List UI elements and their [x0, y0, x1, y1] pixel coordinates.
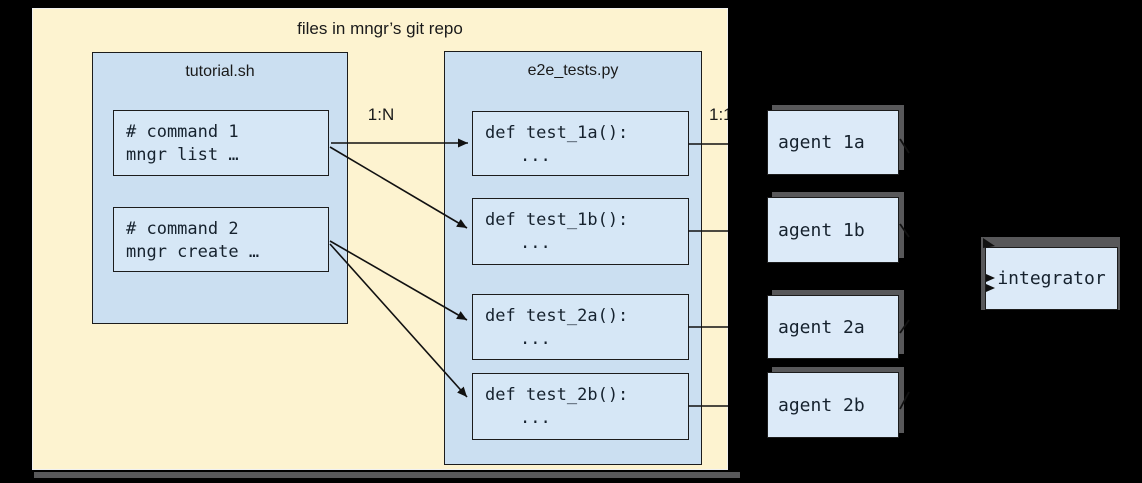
test-1b-line1: def test_1b():	[485, 210, 629, 230]
test-2b-line1: def test_2b():	[485, 385, 629, 405]
fragment-integrator-in-3	[983, 238, 995, 248]
test-2a-line2: ...	[520, 329, 551, 349]
git-repo-title: files in mngr’s git repo	[297, 19, 463, 38]
fragment-agent2b-out	[899, 391, 910, 410]
file-title-tutorial: tutorial.sh	[185, 63, 255, 80]
file-title-e2e-tests: e2e_tests.py	[527, 62, 619, 79]
test-2a-line1: def test_2a():	[485, 306, 629, 326]
file-box-tutorial: tutorial.sh # command 1 mngr list … # co…	[92, 52, 348, 324]
agent-1a-box: agent 1a	[767, 110, 899, 175]
fragment-agent1a-out	[899, 138, 910, 154]
command-2-line1: # command 2	[126, 219, 239, 239]
label-1-to-n: 1:N	[367, 105, 395, 124]
arrow-command2-to-test2a	[329, 240, 468, 321]
arrow-command2-to-test2b	[329, 243, 468, 398]
agent-1a-label: agent 1a	[778, 132, 865, 153]
arrow-command1-to-test1b	[329, 146, 468, 229]
label-1-to-1: 1:1	[709, 105, 733, 124]
fragment-agent1b-out	[899, 223, 910, 238]
agent-2a-box: agent 2a	[767, 295, 899, 359]
command-2-box: # command 2 mngr create …	[113, 207, 329, 272]
test-1a-line2: ...	[520, 146, 551, 166]
test-1a-line1: def test_1a():	[485, 123, 629, 143]
file-box-e2e-tests: e2e_tests.py def test_1a(): ... def test…	[444, 51, 702, 465]
fragment-integrator-in-1	[986, 274, 995, 282]
command-1-line1: # command 1	[126, 122, 239, 142]
test-2a-box: def test_2a(): ...	[472, 294, 689, 360]
agent-2b-label: agent 2b	[778, 394, 865, 416]
agent-1b-box: agent 1b	[767, 197, 899, 263]
test-1a-box: def test_1a(): ...	[472, 111, 689, 176]
command-1-line2: mngr list …	[126, 145, 239, 165]
fragment-agent2a-out	[899, 319, 910, 334]
integrator-label: integrator	[997, 268, 1106, 289]
command-2-line2: mngr create …	[126, 242, 260, 262]
agent-1b-label: agent 1b	[778, 219, 865, 241]
integrator-box: integrator	[985, 247, 1118, 310]
agent-2b-box: agent 2b	[767, 372, 899, 438]
test-1b-line2: ...	[520, 233, 551, 253]
fragment-integrator-in-2	[986, 284, 995, 292]
command-1-box: # command 1 mngr list …	[113, 110, 329, 176]
test-2b-line2: ...	[520, 408, 551, 428]
test-2b-box: def test_2b(): ...	[472, 373, 689, 440]
git-repo-shadow	[34, 472, 740, 478]
agent-2a-label: agent 2a	[778, 316, 865, 338]
test-1b-box: def test_1b(): ...	[472, 198, 689, 265]
